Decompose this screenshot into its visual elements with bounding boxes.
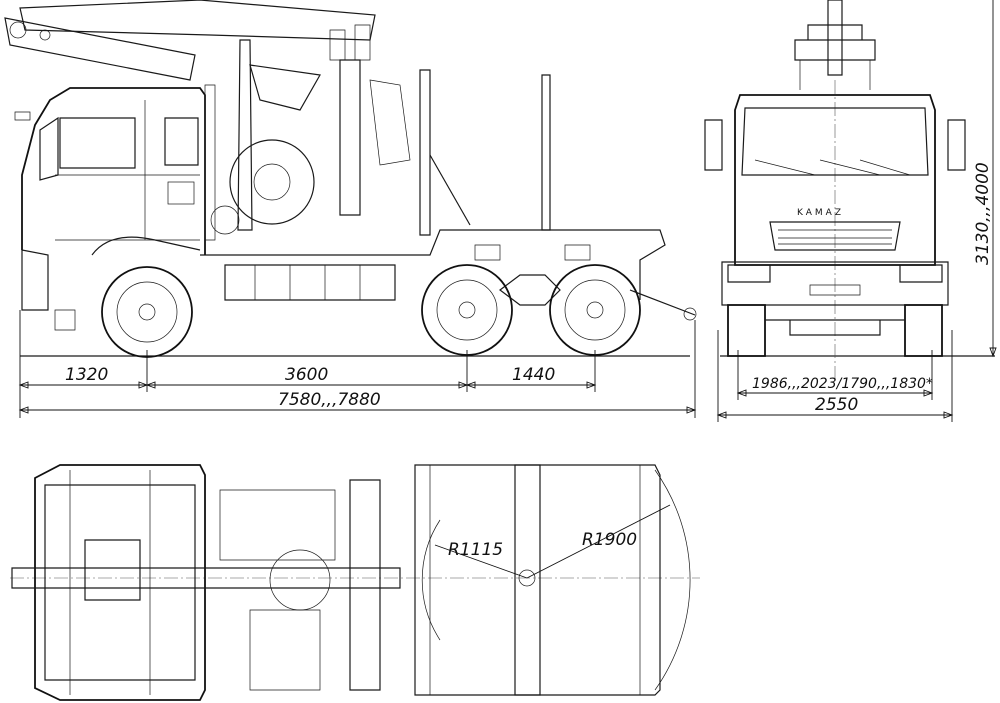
front-bumper-face [721,261,949,306]
top-bolster-beam [514,464,541,696]
front-mirrors [704,119,966,171]
roof-ribs [69,470,151,695]
front-dimensions [716,0,997,422]
cab-outline [21,87,206,255]
grille-slats [778,229,892,245]
cab-window [59,117,136,169]
crane-cylinders [329,24,371,61]
front-windshield [741,107,929,176]
dim-track: 1986,,,2023/1790,,,1830* [752,376,933,392]
front-crane-legs [799,60,871,90]
dim-outer-radius: R1900 [582,530,637,550]
dim-overall-height: 3130,,,4000 [973,162,993,265]
top-drum [269,549,331,611]
dim-overall-width: 2550 [815,395,858,415]
frame-rail [200,229,666,300]
crane-boom-lower [4,17,196,81]
turntable-center [518,569,536,587]
stanchion [541,74,551,231]
top-crane-post [349,479,381,691]
cab-side [14,87,206,331]
radius-inner-line [434,544,528,579]
front-grille [769,221,901,251]
boom-pin [39,29,51,41]
door-seam [55,100,200,241]
windshield-edge [39,116,59,181]
grapple-bracket [249,64,321,111]
front-crane-head [794,24,876,61]
radius-outer-arc [654,469,691,691]
roof-hatch [84,539,141,601]
side-view: 1320 3600 1440 7580,,,7880 [4,0,697,418]
top-cab-roof [44,484,196,681]
license-plate [809,284,861,296]
dim-front-overhang: 1320 [65,365,108,385]
radius-inner-arc [421,519,441,641]
front-axle [765,319,905,336]
top-fuel-tank [249,609,321,691]
front-step [54,309,76,331]
hydraulic-block [369,79,411,166]
cable-drum-inner [253,163,291,201]
dim-overall-length: 7580,,,7880 [278,390,381,410]
dim-wheelbase: 3600 [285,365,328,385]
wheel-middle [421,264,513,356]
crane-post [339,59,361,216]
wheel-rear [549,264,641,356]
radius-outer-line [526,504,671,579]
top-platform [414,464,661,696]
front-view: KAMAZ 1986,,,2023/1790,,,1830* 2550 3130… [704,0,997,422]
cab-rear-window [164,117,199,166]
top-crane-boom [11,567,401,589]
top-view: R1115 R1900 [10,464,700,701]
bolster-brace [429,154,471,226]
hydraulic-pump [210,205,240,235]
crane-column [237,39,253,231]
top-cab-outline [34,464,206,701]
top-drum-housing [219,489,336,561]
chassis-side [200,69,697,321]
mirror [14,111,31,121]
fuel-tank [224,264,396,301]
crane-boom-upper [19,0,376,41]
top-rails [429,465,641,695]
cab-step-panel [167,181,195,205]
front-tires [727,304,943,357]
wipers [754,159,911,176]
front-brand-badge: KAMAZ [797,208,844,218]
exhaust-pipe [204,84,216,241]
lights-rear [474,244,591,261]
headlights [727,264,943,283]
boom-tip-pin [9,21,27,39]
front-wheel-arch [91,236,201,256]
cable-drum-outer [229,139,315,225]
tank-straps [254,265,361,300]
dim-bogie: 1440 [512,365,555,385]
dim-inner-radius: R1115 [448,540,503,560]
headboard-post [419,69,431,236]
side-dimensions [18,310,697,418]
wheel-front [101,266,193,358]
tow-hitch [629,289,696,316]
tow-ball [683,307,697,321]
front-bumper [21,249,49,311]
bogie-suspension [499,274,561,306]
front-crane-column [827,0,843,76]
crane-side [4,0,411,241]
